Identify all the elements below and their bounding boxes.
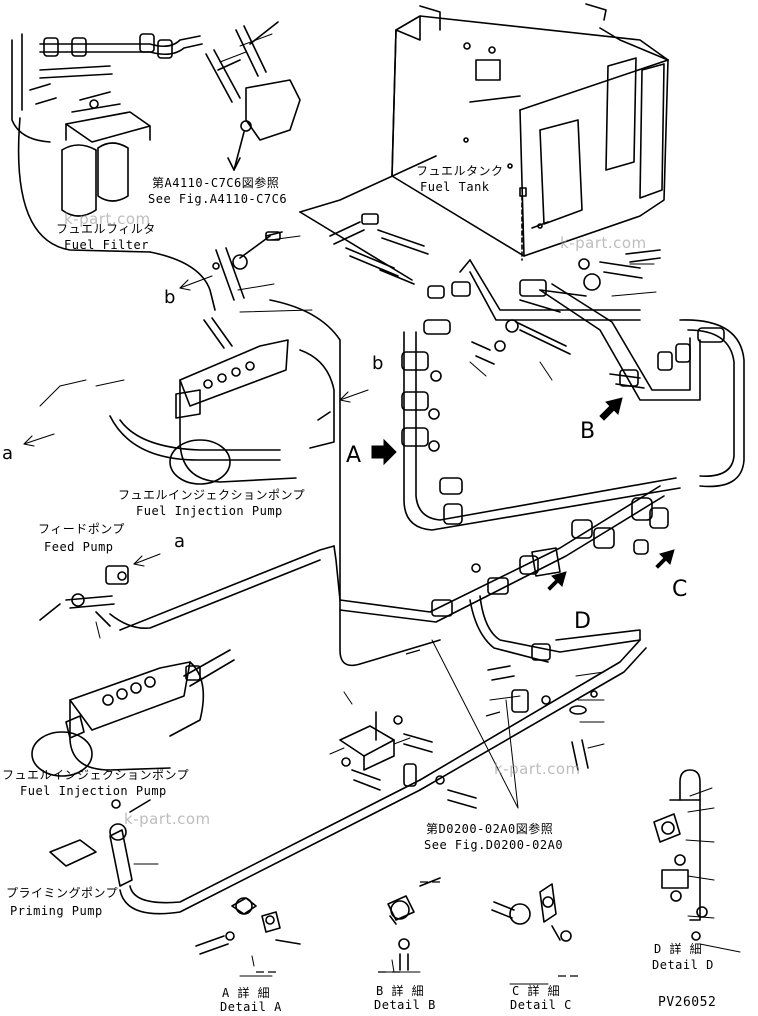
fuel-tank-label-en: Fuel Tank <box>420 180 490 194</box>
detail-a-drawing <box>195 897 301 955</box>
detail-a-caption-jp: A 詳 細 <box>222 986 271 1000</box>
view-label-D: D <box>574 609 592 634</box>
top-hose-assembly <box>39 21 301 171</box>
fuel-filter-drawing <box>11 33 151 217</box>
callout-leaders <box>39 33 741 985</box>
view-label-B: B <box>580 419 596 444</box>
injection-pump-upper-label-jp: フュエルインジェクションポンプ <box>118 488 306 502</box>
injection-pump-upper-label-en: Fuel Injection Pump <box>136 504 283 518</box>
priming-pump-label-jp: プライミングポンプ <box>6 886 119 900</box>
watermark: k-part.com <box>64 210 151 228</box>
pipe-route-cd <box>339 485 669 663</box>
fuel-filter-label-en: Fuel Filter <box>64 238 149 252</box>
tank-fittings <box>329 213 641 321</box>
view-label-a-feed: a <box>174 531 186 552</box>
ref-bottom-label-en: See Fig.D0200-02A0 <box>424 838 564 852</box>
view-arrow-lines <box>23 275 369 567</box>
view-label-b-right: b <box>372 353 384 374</box>
feed-pump-label-jp: フィードポンプ <box>38 522 125 536</box>
detail-d-drawing <box>653 769 708 941</box>
feed-pump-label-en: Feed Pump <box>44 540 114 554</box>
return-lines <box>17 117 441 667</box>
ref-top-label-jp: 第A4110-C7C6図参照 <box>152 176 280 190</box>
ref-bottom-label-jp: 第D0200-02A0図参照 <box>426 822 554 836</box>
detail-c-caption-jp: C 詳 細 <box>512 984 561 998</box>
priming-pump-drawing <box>49 639 647 915</box>
pipe-route-b <box>471 249 745 488</box>
view-label-a-left: a <box>2 443 14 464</box>
detail-b-caption-en: Detail B <box>374 998 436 1012</box>
detail-c-drawing <box>491 883 572 942</box>
upper-injection-pump-drawing <box>169 231 335 485</box>
view-label-b-left: b <box>164 287 176 308</box>
detail-b-caption-jp: B 詳 細 <box>376 984 425 998</box>
callout-dashes <box>256 649 578 977</box>
detail-b-drawing <box>387 877 441 971</box>
fuel-tank-label-jp: フュエルタンク <box>416 164 504 178</box>
watermark: k-part.com <box>560 234 647 252</box>
pipe-route-a <box>401 319 681 531</box>
injection-pump-lower-label-jp: フュエルインジェクションポンプ <box>2 768 190 782</box>
figure-code: PV26052 <box>658 995 717 1010</box>
feed-pump-drawing <box>39 565 129 627</box>
watermark: k-part.com <box>494 760 581 778</box>
detail-a-caption-en: Detail A <box>220 1000 282 1014</box>
watermark: k-part.com <box>124 810 211 828</box>
fuel-filter-label-jp: フュエルフィルタ <box>56 222 156 236</box>
bracket-assembly <box>339 665 598 809</box>
fuel-tank-drawing <box>391 3 669 261</box>
detail-d-caption-en: Detail D <box>652 958 714 972</box>
view-label-C: C <box>672 577 688 602</box>
ref-top-label-en: See Fig.A4110-C7C6 <box>148 192 288 206</box>
lower-injection-pump-drawing <box>31 649 235 777</box>
injection-pump-lower-label-en: Fuel Injection Pump <box>20 784 167 798</box>
view-label-A: A <box>346 443 362 468</box>
detail-d-caption-jp: D 詳 細 <box>654 942 703 956</box>
priming-pump-label-en: Priming Pump <box>10 904 103 918</box>
filled-view-arrows <box>371 397 675 591</box>
detail-c-caption-en: Detail C <box>510 998 572 1012</box>
